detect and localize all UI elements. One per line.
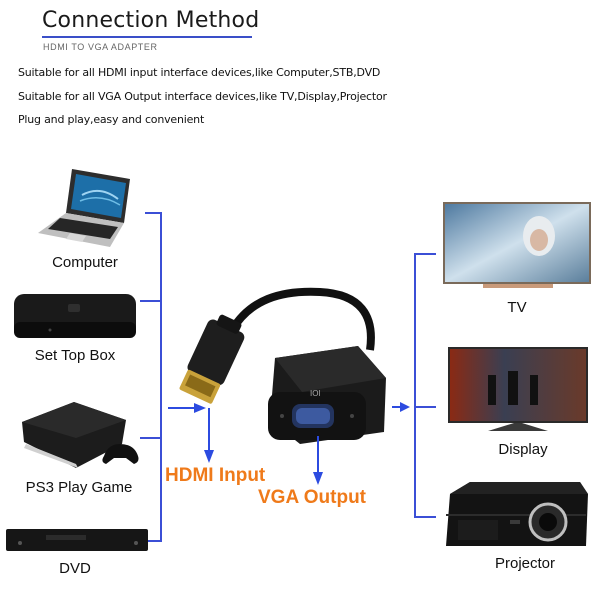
output-bracket-tick-projector <box>414 516 436 518</box>
device-label-tv: TV <box>507 299 527 316</box>
svg-text:IOI: IOI <box>310 389 321 398</box>
device-label-projector: Projector <box>494 555 556 572</box>
set-top-box-icon <box>10 290 140 342</box>
input-bracket-tick-ps3 <box>140 437 161 439</box>
title-underline <box>42 36 252 38</box>
description-line-2: Suitable for all VGA Output interface de… <box>18 90 387 103</box>
monitor-icon <box>448 345 588 435</box>
dvd-player-icon <box>6 527 148 553</box>
page-title: Connection Method <box>42 8 260 33</box>
input-bracket-vertical <box>160 212 162 542</box>
hdmi-input-label: HDMI Input <box>165 465 266 486</box>
input-bracket-tick-dvd <box>148 540 162 542</box>
input-bracket-tick-stb <box>140 300 161 302</box>
output-bracket-tick-tv <box>414 253 436 255</box>
vga-output-label: VGA Output <box>258 487 366 508</box>
arrow-down-vga-icon <box>312 436 324 486</box>
tv-icon <box>443 200 591 292</box>
laptop-icon <box>30 165 135 250</box>
device-label-dvd: DVD <box>59 560 91 577</box>
arrow-down-hdmi-icon <box>203 408 215 464</box>
page-subtitle: HDMI TO VGA ADAPTER <box>43 42 158 52</box>
arrow-right-output-icon <box>392 401 412 413</box>
input-bracket-tick-computer <box>145 212 161 214</box>
device-label-set-top-box: Set Top Box <box>34 347 116 364</box>
output-bracket-tick-display <box>414 406 436 408</box>
device-label-ps3: PS3 Play Game <box>25 479 133 496</box>
projector-icon <box>440 480 590 558</box>
device-label-computer: Computer <box>52 254 118 271</box>
description-line-3: Plug and play,easy and convenient <box>18 113 205 126</box>
game-console-icon <box>14 398 144 476</box>
device-label-display: Display <box>498 441 548 458</box>
description-line-1: Suitable for all HDMI input interface de… <box>18 66 381 79</box>
output-bracket-vertical <box>414 253 416 518</box>
hdmi-to-vga-adapter-icon: IOI <box>170 280 400 450</box>
arrow-right-icon <box>168 402 208 414</box>
